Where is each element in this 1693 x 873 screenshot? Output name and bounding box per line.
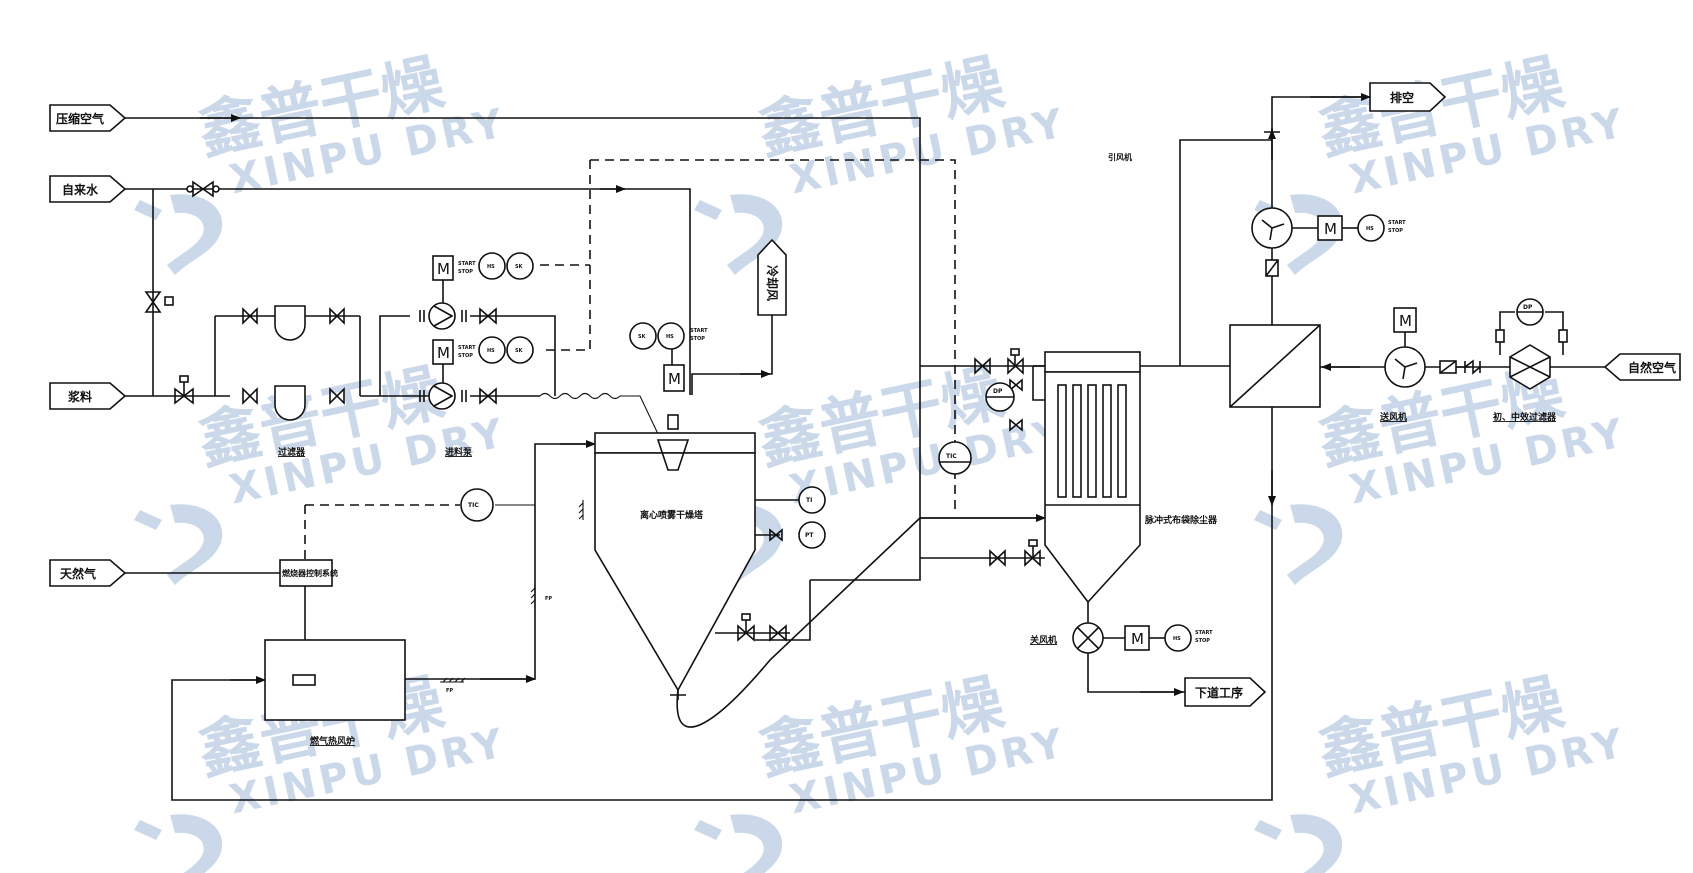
outlet-next-process: 下道工序 bbox=[1184, 677, 1267, 707]
svg-text:天然气: 天然气 bbox=[60, 566, 96, 581]
pump-motor-upper: M START STOP HS SK bbox=[432, 252, 534, 303]
instrument-tic-outlet: TIC bbox=[938, 441, 972, 475]
spray-dryer: 离心喷雾干燥塔 bbox=[578, 432, 800, 700]
bottom-valves bbox=[737, 613, 787, 642]
rotary-valve: M HS START STOP 关风机 bbox=[1030, 622, 1213, 654]
svg-text:STOP: STOP bbox=[690, 336, 705, 342]
control-valve-slurry bbox=[174, 375, 194, 405]
svg-text:START: START bbox=[1195, 630, 1213, 636]
svg-text:M: M bbox=[1399, 312, 1412, 330]
supply-fan: M 送风机 bbox=[1379, 307, 1481, 423]
svg-text:浆料: 浆料 bbox=[67, 389, 92, 404]
inlet-compressed-air: 压缩空气 bbox=[49, 104, 127, 132]
watermark-4: 鑫普干燥 XINPU DRY bbox=[134, 355, 511, 585]
outlet-cooling-air: 冷却风 bbox=[757, 238, 787, 316]
svg-text:PT: PT bbox=[805, 532, 814, 539]
label-feed-pump: 进料泵 bbox=[445, 446, 473, 458]
pump-motor-lower: M START STOP HS SK bbox=[432, 336, 534, 383]
svg-text:自来水: 自来水 bbox=[62, 182, 99, 197]
svg-text:HS: HS bbox=[487, 264, 495, 270]
svg-text:排空: 排空 bbox=[1390, 90, 1414, 105]
inlet-tap-water: 自来水 bbox=[49, 175, 127, 203]
signal-lines bbox=[304, 159, 956, 560]
svg-text:初、中效过滤器: 初、中效过滤器 bbox=[1493, 411, 1557, 423]
svg-text:START: START bbox=[690, 328, 708, 334]
svg-text:冷却风: 冷却风 bbox=[765, 265, 780, 301]
outlet-exhaust: 排空 bbox=[1369, 82, 1447, 112]
svg-text:自然空气: 自然空气 bbox=[1628, 360, 1676, 375]
svg-text:燃烧器控制系统: 燃烧器控制系统 bbox=[282, 568, 338, 578]
svg-text:离心喷雾干燥塔: 离心喷雾干燥塔 bbox=[640, 509, 704, 521]
watermark-9: 鑫普干燥 XINPU DRY bbox=[1254, 665, 1631, 873]
svg-text:FP: FP bbox=[545, 596, 552, 602]
svg-text:START: START bbox=[458, 345, 476, 351]
svg-text:M: M bbox=[437, 260, 450, 278]
svg-text:HS: HS bbox=[666, 334, 674, 340]
svg-text:引风机: 引风机 bbox=[1108, 152, 1132, 162]
gas-heater: 燃气热风炉 FP FP bbox=[264, 585, 552, 747]
svg-text:下道工序: 下道工序 bbox=[1195, 685, 1243, 700]
svg-text:TI: TI bbox=[806, 497, 812, 504]
svg-text:START: START bbox=[1388, 220, 1406, 226]
svg-text:HS: HS bbox=[487, 348, 495, 354]
watermark-8: 鑫普干燥 XINPU DRY bbox=[694, 665, 1071, 873]
valve-tap-water bbox=[186, 180, 220, 198]
feed-pump-upper bbox=[419, 302, 497, 330]
svg-text:STOP: STOP bbox=[1388, 228, 1403, 234]
induced-fan: M HS START STOP 引风机 bbox=[1108, 128, 1406, 277]
burner-control-system: 燃烧器控制系统 bbox=[279, 559, 338, 587]
svg-text:SK: SK bbox=[638, 334, 647, 340]
svg-text:脉冲式布袋除尘器: 脉冲式布袋除尘器 bbox=[1144, 514, 1218, 526]
watermark-2: 鑫普干燥 XINPU DRY bbox=[694, 45, 1071, 275]
inlet-natural-gas: 天然气 bbox=[49, 559, 127, 587]
atomizer-motor: SK HS START STOP M bbox=[629, 322, 708, 430]
svg-text:SK: SK bbox=[515, 264, 524, 270]
svg-text:DP: DP bbox=[1523, 304, 1533, 311]
piping bbox=[125, 93, 1605, 801]
svg-text:SK: SK bbox=[515, 348, 524, 354]
svg-text:START: START bbox=[458, 261, 476, 267]
svg-text:M: M bbox=[1131, 630, 1144, 648]
svg-text:M: M bbox=[437, 344, 450, 362]
inlet-natural-air: 自然空气 bbox=[1603, 353, 1681, 381]
filter-valves bbox=[242, 307, 345, 405]
svg-text:TIC: TIC bbox=[946, 453, 957, 460]
svg-text:STOP: STOP bbox=[1195, 638, 1210, 644]
heat-exchanger bbox=[1229, 324, 1321, 408]
label-filter: 过滤器 bbox=[278, 446, 306, 458]
control-valve-water bbox=[144, 291, 174, 313]
svg-text:HS: HS bbox=[1366, 226, 1374, 232]
svg-text:FP: FP bbox=[446, 688, 453, 694]
watermark-1: 鑫普干燥 XINPU DRY bbox=[134, 45, 511, 275]
feed-pump-lower bbox=[419, 382, 497, 410]
svg-text:TIC: TIC bbox=[468, 502, 479, 509]
svg-text:压缩空气: 压缩空气 bbox=[56, 111, 104, 126]
watermark-3: 鑫普干燥 XINPU DRY bbox=[1254, 45, 1631, 275]
svg-text:HS: HS bbox=[1173, 636, 1181, 642]
svg-text:燃气热风炉: 燃气热风炉 bbox=[310, 735, 355, 747]
svg-text:STOP: STOP bbox=[458, 269, 473, 275]
instrument-pt: PT bbox=[769, 521, 826, 549]
svg-text:DP: DP bbox=[993, 388, 1003, 395]
filter-vessels bbox=[274, 305, 306, 421]
instrument-dp-bag: DP bbox=[985, 382, 1015, 412]
instrument-tic-hot-air: TIC bbox=[460, 488, 494, 522]
instrument-ti: TI bbox=[798, 486, 826, 514]
air-filter: DP 初、中效过滤器 bbox=[1493, 298, 1568, 423]
svg-text:送风机: 送风机 bbox=[1379, 411, 1407, 423]
inlet-slurry: 浆料 bbox=[49, 382, 127, 410]
svg-text:STOP: STOP bbox=[458, 353, 473, 359]
bag-filter: 脉冲式布袋除尘器 bbox=[1032, 351, 1218, 604]
svg-text:关风机: 关风机 bbox=[1030, 634, 1057, 646]
svg-text:M: M bbox=[1324, 220, 1337, 238]
svg-text:M: M bbox=[668, 370, 681, 388]
